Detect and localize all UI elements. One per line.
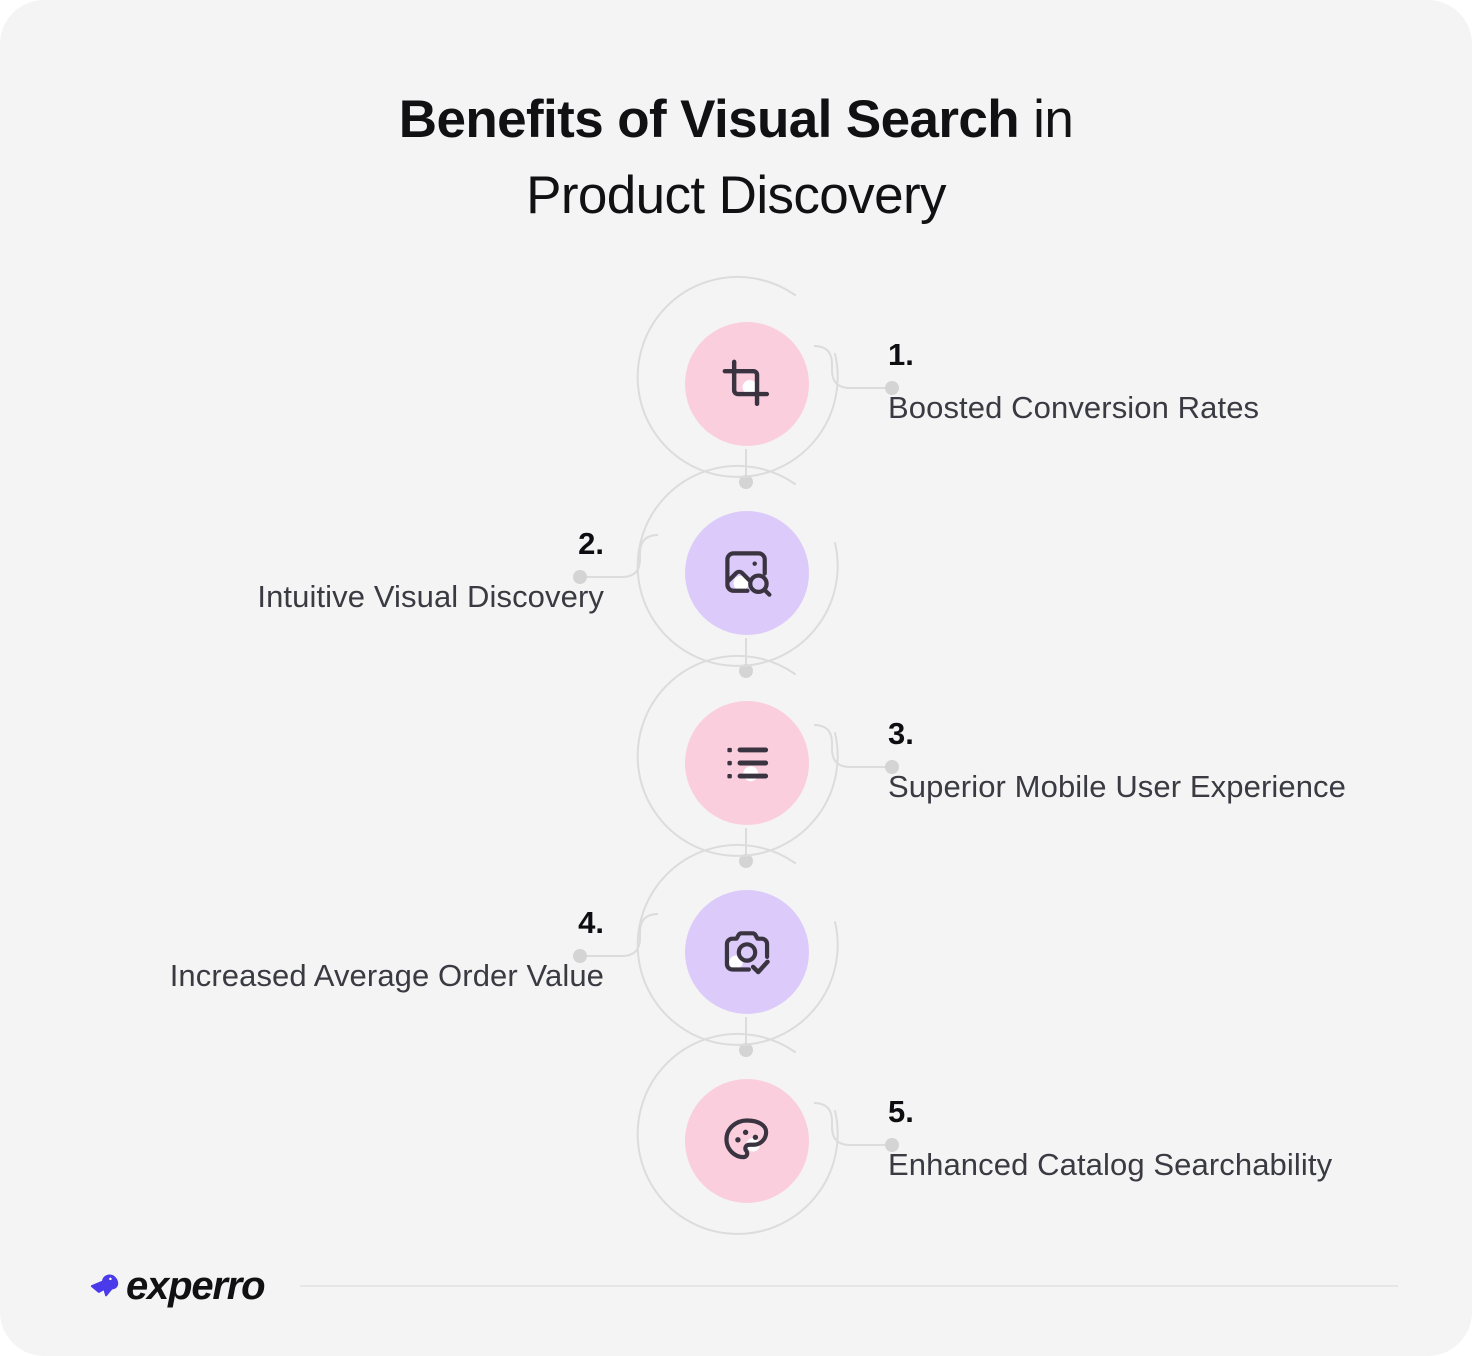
palette-icon [724, 1118, 769, 1160]
stem-4 [745, 1017, 747, 1049]
benefit-node-2[interactable] [622, 448, 872, 698]
benefit-text-4: Increased Average Order Value [169, 958, 604, 993]
benefit-icon-bubble-2 [685, 511, 809, 635]
crop-icon [722, 359, 770, 407]
footer: experro [88, 1258, 1398, 1314]
title-light: in [1019, 90, 1074, 149]
brand-logo[interactable]: experro [88, 1264, 266, 1308]
stem-dot-2 [739, 664, 753, 678]
benefit-text-1: Boosted Conversion Rates [888, 390, 1260, 425]
connector-2 [573, 534, 659, 584]
benefit-number-5: 5. [888, 1094, 914, 1129]
brand-name: experro [126, 1264, 266, 1308]
benefit-icon-bubble-1 [685, 322, 809, 446]
image-search-icon [725, 551, 772, 597]
bird-logo-icon [90, 1274, 119, 1297]
page-title: Benefits of Visual Search in Product Dis… [0, 82, 1472, 234]
benefit-number-3: 3. [888, 716, 914, 751]
benefit-number-2: 2. [578, 526, 604, 561]
benefit-number-4: 4. [578, 905, 604, 940]
footer-divider [300, 1285, 1398, 1287]
node-ring-4 [636, 843, 839, 1046]
node-ring-5 [636, 1032, 839, 1235]
connector-5 [813, 1102, 899, 1152]
camera-check-icon [724, 931, 770, 975]
stem-dot-4 [739, 1043, 753, 1057]
benefit-number-1: 1. [888, 337, 914, 372]
benefit-text-2: Intuitive Visual Discovery [257, 579, 604, 614]
benefit-text-3: Superior Mobile User Experience [888, 769, 1346, 804]
stem-1 [745, 449, 747, 481]
benefit-text-5: Enhanced Catalog Searchability [888, 1147, 1333, 1182]
stem-3 [745, 828, 747, 860]
benefit-node-3[interactable] [622, 638, 872, 888]
list-icon [727, 747, 769, 782]
benefit-label-5: 5. Enhanced Catalog Searchability [888, 1093, 1472, 1185]
connector-3 [813, 724, 899, 774]
connector-1 [813, 345, 899, 395]
connector-4 [573, 913, 659, 963]
benefit-node-1[interactable] [622, 259, 872, 509]
benefit-label-1: 1. Boosted Conversion Rates [888, 336, 1472, 428]
benefit-icon-bubble-3 [685, 701, 809, 825]
stem-dot-1 [739, 475, 753, 489]
node-ring-3 [636, 654, 839, 857]
benefit-node-5[interactable] [622, 1016, 872, 1266]
benefit-icon-bubble-4 [685, 890, 809, 1014]
benefit-node-4[interactable] [622, 827, 872, 1077]
stem-2 [745, 638, 747, 670]
stem-dot-3 [739, 854, 753, 868]
node-ring-1 [636, 275, 839, 478]
benefit-label-4: 4. Increased Average Order Value [0, 904, 604, 996]
node-ring-2 [636, 464, 839, 667]
benefit-icon-bubble-5 [685, 1079, 809, 1203]
title-line-2: Product Discovery [526, 166, 946, 225]
title-line-1: Benefits of Visual Search in [0, 82, 1472, 158]
title-strong: Benefits of Visual Search [398, 90, 1020, 149]
benefit-label-3: 3. Superior Mobile User Experience [888, 715, 1472, 807]
benefit-label-2: 2. Intuitive Visual Discovery [0, 525, 604, 617]
